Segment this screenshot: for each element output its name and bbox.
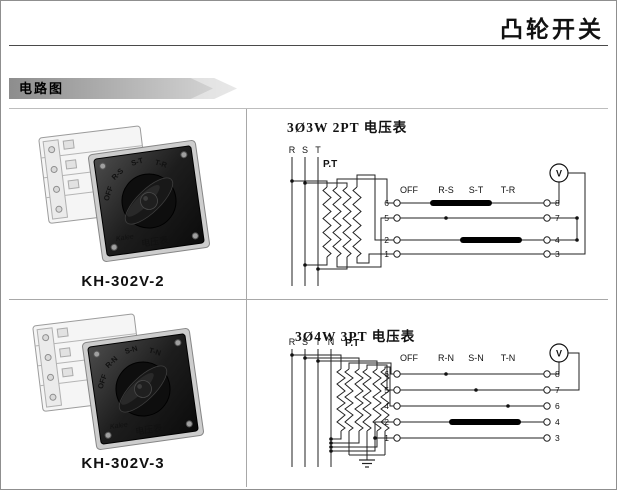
product-photo-kh302v2: OFF R-S S-T T-R 电压表 Kalee — [38, 125, 210, 262]
terminal-number: 2 — [384, 235, 389, 245]
terminal-number: 4 — [555, 235, 560, 245]
circuit-2-wiring — [291, 349, 580, 467]
page-title: 凸轮开关 — [500, 16, 604, 42]
title-rule — [9, 45, 608, 46]
circuit-2-title: 3Ø4W 3PT 电压表 — [295, 329, 416, 344]
panel-position-label: T-N — [148, 346, 162, 358]
voltmeter-label: V — [556, 349, 562, 359]
transformer-coil — [344, 368, 354, 432]
circuit-1-title: 3Ø3W 2PT 电压表 — [287, 120, 408, 135]
junction-dots — [290, 179, 579, 271]
section-label: 电路图 — [19, 81, 65, 96]
position-header: OFF — [400, 353, 418, 363]
transformer-coil — [380, 368, 390, 432]
panel-brand: Kalee — [116, 233, 135, 242]
circuit-diagram-1: R S T OFF R-S S-T T-R P.T 6 5 2 1 8 7 4 … — [289, 145, 586, 286]
circuit-diagram-2: R S T N OFF R-N S-N T-N P.T 6 5 4 2 1 8 … — [289, 337, 580, 468]
terminal-number: 7 — [555, 213, 560, 223]
phase-label: N — [328, 337, 335, 347]
pt-label: P.T — [323, 159, 337, 170]
section-banner: 电路图 — [9, 78, 213, 99]
panel-position-label: T-R — [154, 158, 169, 170]
switch-panel: OFF R-S S-T T-R 电压表 Kalee — [88, 140, 210, 262]
voltmeter-icon: V — [549, 163, 569, 183]
position-header: R-S — [438, 185, 454, 195]
terminal-number: 3 — [555, 249, 560, 259]
row-divider — [9, 299, 608, 300]
transformer-coil — [372, 368, 382, 432]
terminal-number: 8 — [555, 198, 560, 208]
junction-dots — [290, 353, 510, 453]
voltmeter-label: V — [556, 169, 562, 179]
transformer-coil — [362, 368, 372, 432]
model-label-1: KH-302V-2 — [81, 273, 165, 290]
contact-bars — [449, 419, 521, 425]
circuit-1-wiring — [291, 157, 586, 286]
terminal-number: 4 — [555, 417, 560, 427]
transformer-coil — [336, 368, 346, 432]
terminal-number: 6 — [384, 198, 389, 208]
terminal-number: 2 — [384, 417, 389, 427]
panel-position-label: S-T — [130, 156, 144, 168]
phase-label: S — [302, 337, 308, 347]
phase-label: T — [315, 145, 321, 155]
panel-brand: Kalee — [110, 421, 129, 430]
pt-label: P.T — [345, 338, 359, 349]
panel-caption: 电压表 — [140, 234, 168, 249]
phase-label: R — [289, 145, 296, 155]
terminal-number: 1 — [384, 249, 389, 259]
terminal-number: 6 — [384, 369, 389, 379]
switch-panel: OFF R-N S-N T-N 电压表 Kalee — [82, 328, 204, 450]
terminal-number: 6 — [555, 401, 560, 411]
position-header: R-N — [438, 353, 454, 363]
phase-label: T — [315, 337, 321, 347]
panel-caption: 电压表 — [134, 422, 162, 437]
panel-position-label: S-N — [124, 344, 139, 356]
terminal-number: 4 — [384, 401, 389, 411]
model-label-2: KH-302V-3 — [81, 455, 165, 472]
knob — [121, 173, 177, 229]
terminal-number: 1 — [384, 433, 389, 443]
product-photo-kh302v3: OFF R-N S-N T-N 电压表 Kalee — [32, 313, 204, 450]
panel-screws — [93, 339, 193, 439]
contact-terminals — [393, 199, 551, 258]
voltmeter-icon: V — [549, 343, 569, 363]
ground-icon — [359, 459, 375, 468]
transformer-coil — [332, 186, 342, 258]
phase-label: S — [302, 145, 308, 155]
transformer-coil — [352, 186, 362, 258]
transformer-coil — [342, 186, 352, 258]
transformer-coil — [322, 186, 332, 258]
contact-terminals — [393, 370, 551, 442]
phase-label: R — [289, 337, 296, 347]
terminal-number: 7 — [555, 385, 560, 395]
terminal-number: 3 — [555, 433, 560, 443]
knob — [115, 361, 171, 417]
position-header: S-T — [469, 185, 484, 195]
terminal-number: 5 — [384, 385, 389, 395]
terminal-number: 8 — [555, 369, 560, 379]
banner-rule — [9, 108, 608, 109]
position-header: OFF — [400, 185, 418, 195]
panel-screws — [99, 151, 199, 251]
position-header: T-R — [501, 185, 516, 195]
contact-bars — [430, 200, 522, 243]
position-header: S-N — [468, 353, 484, 363]
column-divider — [246, 109, 247, 487]
position-header: T-N — [501, 353, 516, 363]
terminal-number: 5 — [384, 213, 389, 223]
transformer-coil — [354, 368, 364, 432]
